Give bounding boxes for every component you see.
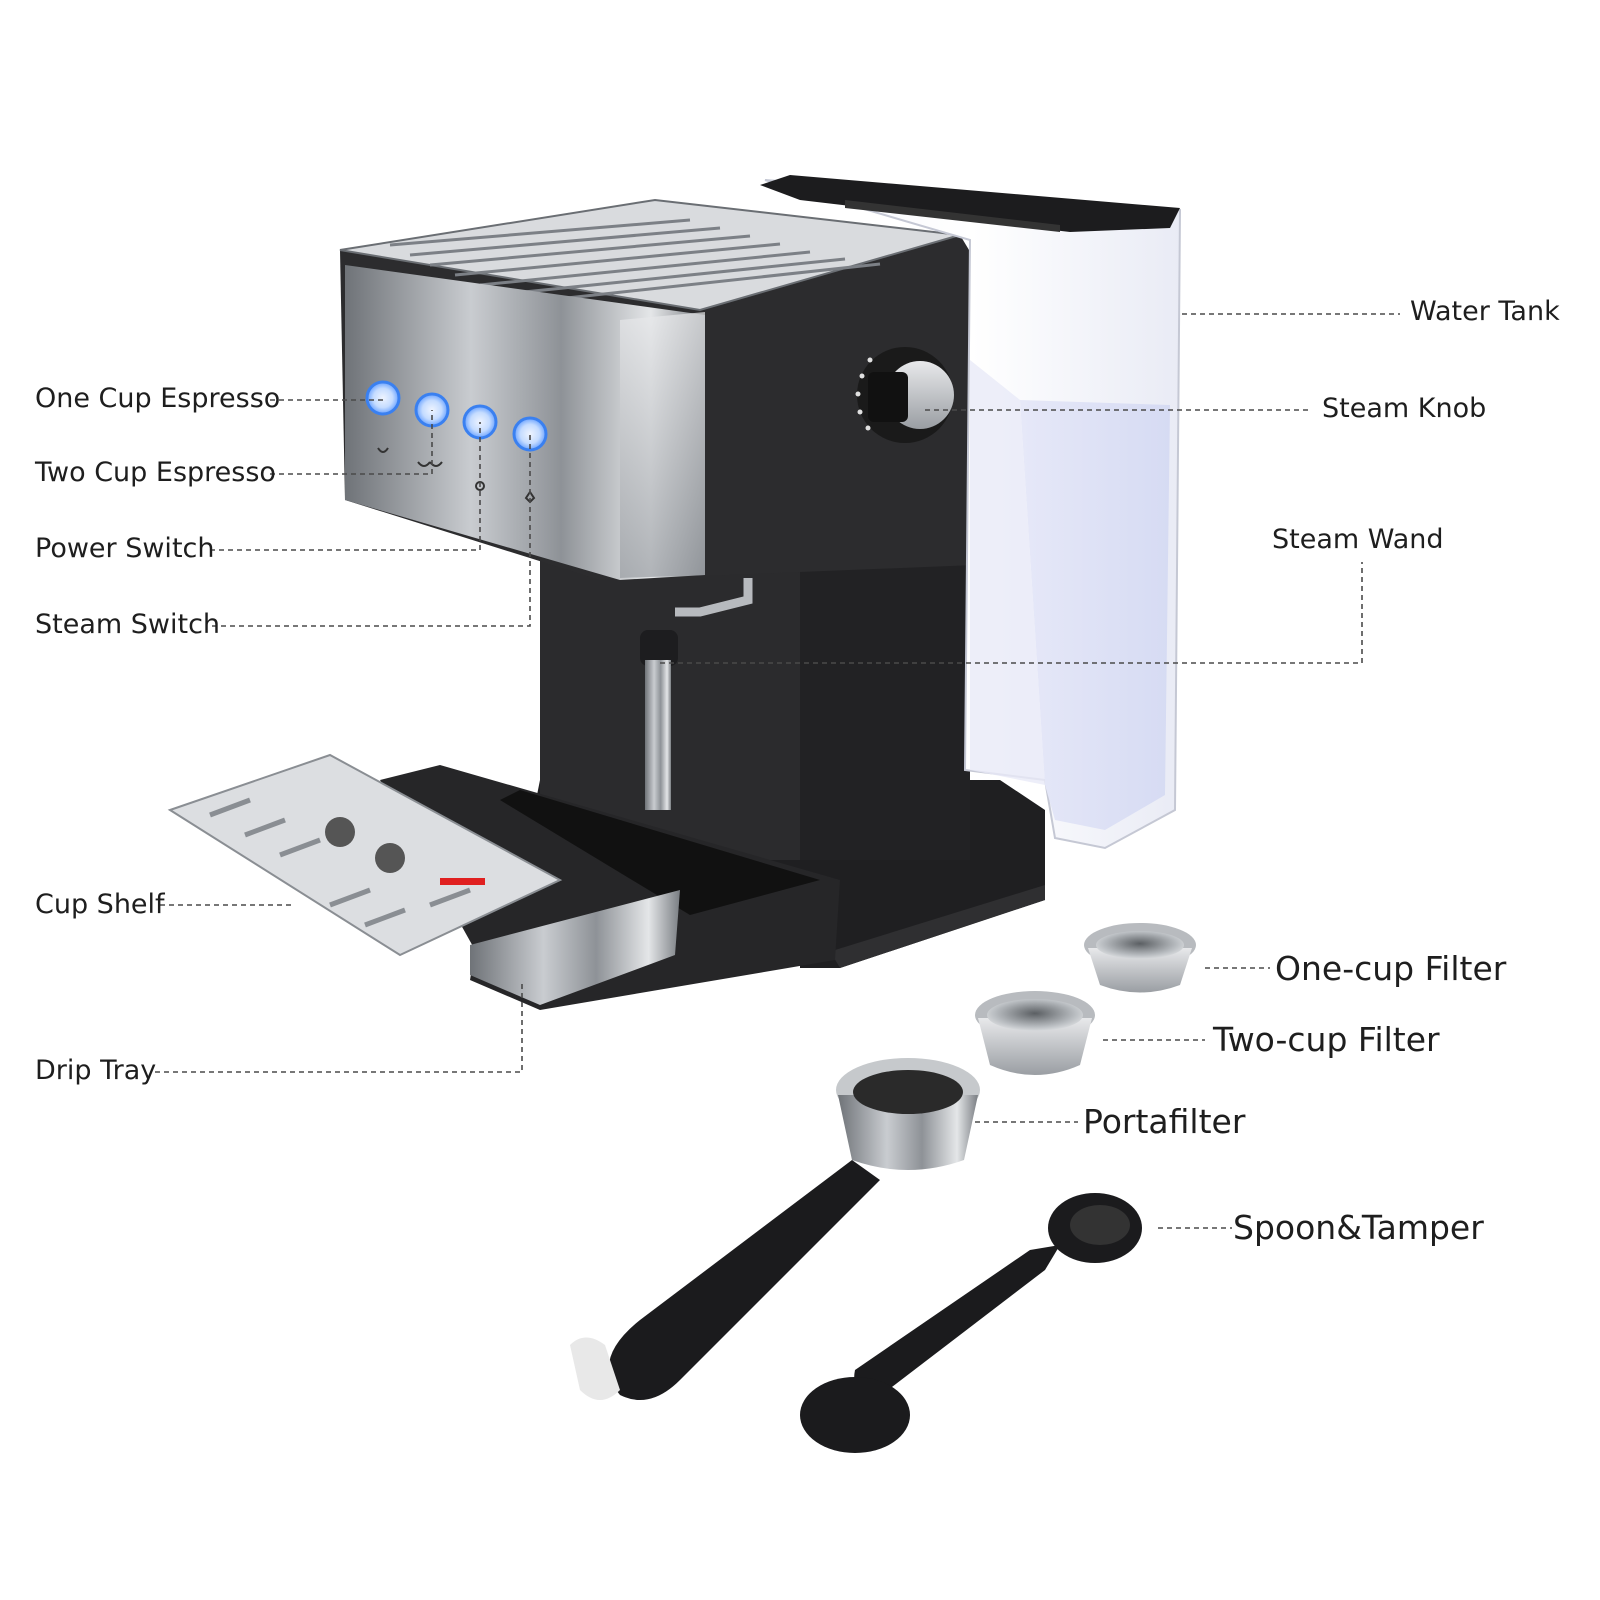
water-tank-lid [760,175,1180,232]
leader-lines [155,313,1400,1229]
portafilter-label: Portafilter [1083,1102,1246,1141]
drip-tray-label: Drip Tray [35,1055,157,1086]
leader-steam-wand [660,562,1363,664]
one-cup-filter-label: One-cup Filter [1275,949,1507,988]
power-switch-label: Power Switch [35,533,215,564]
spoon-tamper [800,1193,1142,1453]
espresso-machine [167,175,1182,1010]
drip-tray [380,765,840,1010]
leader-two-cup [270,410,433,475]
steam-knob-label: Steam Knob [1322,393,1487,424]
portafilter [570,1058,980,1400]
water-tank [760,175,1182,850]
water-tank-label: Water Tank [1410,296,1560,327]
two-cup-filter [975,991,1095,1075]
one-cup-filter [1084,923,1196,993]
two-cup-filter-label: Two-cup Filter [1213,1020,1440,1059]
two-cup-espresso-label: Two Cup Espresso [35,457,276,488]
one-cup-button [365,380,401,416]
spoon-tamper-label: Spoon&Tamper [1233,1208,1484,1247]
steam-button [512,416,548,452]
leader-drip-tray [155,980,523,1073]
steam-wand-label: Steam Wand [1272,524,1444,555]
leader-steam-switch [212,434,531,627]
leader-power [210,422,481,551]
steam-wand [640,578,753,810]
one-cup-espresso-label: One Cup Espresso [35,383,281,414]
steam-switch-label: Steam Switch [35,609,221,640]
cup-shelf [167,753,563,957]
cup-shelf-label: Cup Shelf [35,889,165,920]
